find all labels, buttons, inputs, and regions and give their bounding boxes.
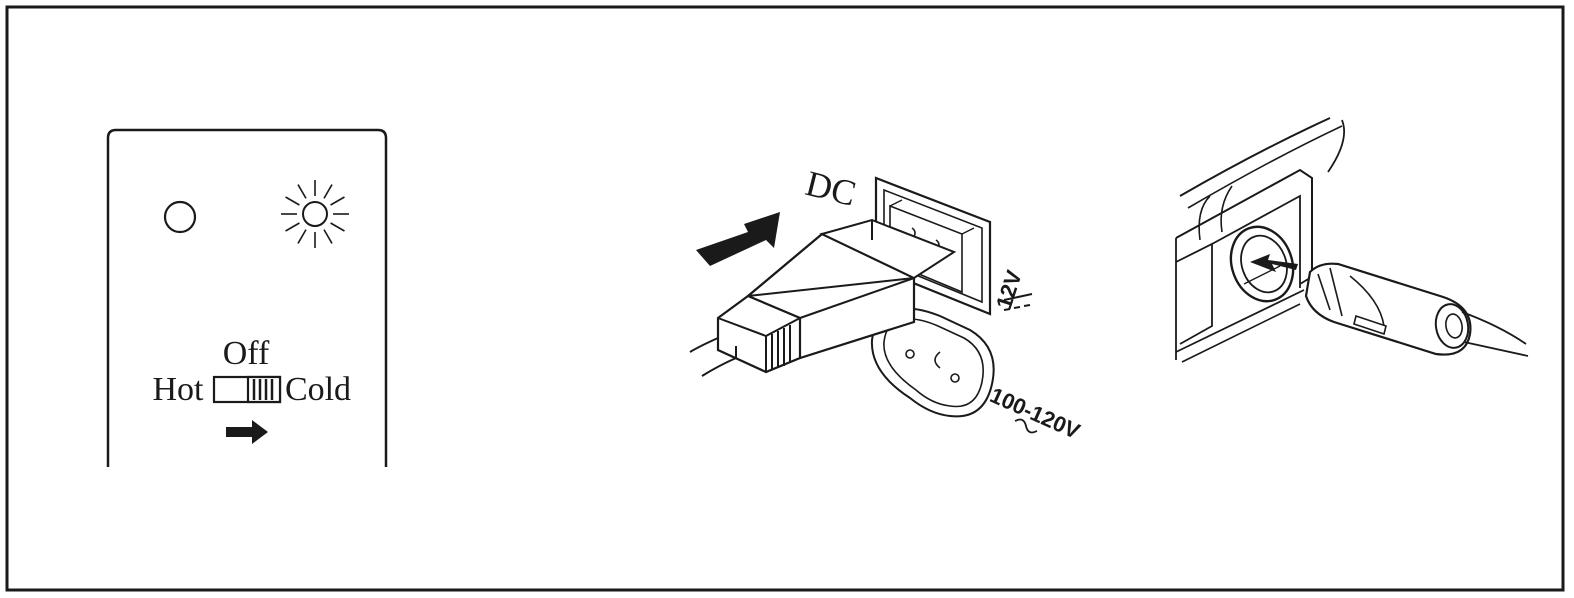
ac-voltage-marking: 100-120V [986,382,1084,444]
dc-label: DC [802,163,860,214]
dc-plug [689,218,957,377]
light-ray [323,229,333,244]
dc-voltage-label: 12V [991,267,1027,312]
switch-label-off: Off [223,335,270,372]
light-ray [285,196,300,206]
light-ray [330,196,345,206]
light-ray [323,184,333,199]
indicator-light-off-icon [163,200,197,234]
panel-outline [106,128,388,467]
plug-diagram: DC 12V 100-120V [689,163,1084,444]
dc-voltage-marking: 12V [991,267,1033,312]
light-ray [297,229,307,244]
insert-arrow-icon [1250,254,1298,272]
car-socket-diagram [1175,117,1529,363]
light-ray [297,184,307,199]
mode-slide-switch[interactable] [212,375,282,404]
insert-arrow-icon [696,212,780,266]
outer-frame [5,5,1565,592]
car-plug-icon [1299,262,1529,357]
switch-label-hot: Hot [153,371,205,408]
light-ray [285,222,300,232]
arrow-right-icon [226,420,268,444]
switch-label-cold: Cold [285,371,351,408]
cigarette-lighter-socket-icon [1229,225,1295,303]
ac-voltage-label: 100-120V [986,382,1084,444]
ac-socket [870,307,995,418]
light-ray [330,222,345,232]
indicator-light-on-icon [281,180,349,248]
control-panel: Off Hot Cold [106,128,388,467]
